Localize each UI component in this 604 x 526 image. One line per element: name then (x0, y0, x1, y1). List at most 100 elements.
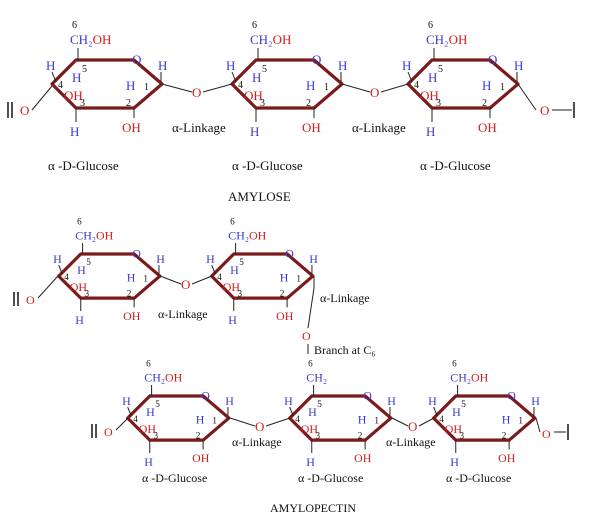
c2-hydroxyl: OH (276, 309, 294, 323)
c5-hydrogen: H (308, 405, 317, 419)
carbon-number-3: 3 (84, 288, 89, 298)
c2-hydroxyl: OH (354, 451, 372, 465)
carbon-number-3: 3 (237, 288, 242, 298)
carbon-number-6: 6 (452, 359, 457, 369)
c4-h-bond (51, 71, 57, 83)
carbon-number-1: 1 (144, 82, 149, 93)
c2-hydrogen: H (358, 413, 367, 427)
carbon-number-6: 6 (308, 359, 313, 369)
carbon-number-4: 4 (217, 272, 222, 282)
c3-hydrogen: H (70, 124, 79, 139)
ring-oxygen: O (132, 247, 141, 261)
ch2oh-group: CH₂OH (70, 32, 111, 47)
amylose-linkage-1-bond-right (202, 83, 233, 93)
c4-h-bond (127, 406, 132, 417)
c3-hydrogen: H (250, 124, 259, 139)
amylose-linkage-2-bond-left (341, 83, 371, 93)
c2-hydrogen: H (196, 413, 205, 427)
terminal-oxygen-left: O (104, 425, 113, 439)
c5-hydrogen: H (146, 405, 155, 419)
carbon-number-2: 2 (306, 98, 311, 109)
c4-hydrogen: H (46, 58, 55, 73)
c4-h-bond (407, 71, 413, 83)
amylopectin-linkage-3-bond-right (418, 417, 435, 427)
ch2oh-group: CH₂OH (228, 228, 266, 242)
c4-h-bond (231, 71, 237, 83)
c5-hydrogen: H (252, 70, 261, 85)
terminal-bond-left (37, 275, 59, 299)
carbon-number-3: 3 (436, 98, 441, 109)
terminal-oxygen-right: O (542, 427, 551, 441)
carbon-number-3: 3 (153, 430, 158, 440)
amylopectin-linkage-label-3: α-Linkage (386, 435, 436, 449)
carbon-number-6: 6 (252, 20, 257, 31)
ch2-group: CH₂ (306, 370, 327, 384)
c4-hydrogen: H (122, 394, 131, 408)
c2-hydrogen: H (306, 78, 315, 93)
carbon-number-1: 1 (374, 416, 379, 426)
branch-oxygen: O (302, 329, 311, 343)
amylopectin-linkage-2-oxygen: O (255, 419, 264, 434)
carbon-number-1: 1 (500, 82, 505, 93)
c1-hydrogen: H (387, 394, 396, 408)
ring-oxygen: O (132, 52, 141, 67)
amylopectin-glucose-label-1: α -D-Glucose (142, 471, 207, 485)
c4-h-bond (211, 264, 216, 275)
carbon-number-4: 4 (439, 414, 444, 424)
carbon-number-5: 5 (155, 399, 160, 409)
terminal-bond-right (535, 417, 541, 433)
carbon-number-6: 6 (230, 217, 235, 227)
amylose-linkage-2-oxygen: O (370, 85, 379, 100)
c3-hydrogen: H (306, 455, 315, 469)
c2-hydrogen: H (502, 413, 511, 427)
c5-hydrogen: H (72, 70, 81, 85)
carbon-number-2: 2 (482, 98, 487, 109)
c4-hydroxyl: OH (301, 422, 319, 436)
amylopectin-linkage-1-bond-left (159, 275, 182, 285)
c1-hydrogen: H (531, 394, 540, 408)
c4-hydroxyl: OH (70, 280, 88, 294)
carbon-number-5: 5 (86, 257, 91, 267)
carbon-number-6: 6 (72, 20, 77, 31)
amylose-glucose-label-3: α -D-Glucose (420, 158, 491, 173)
c4-h-bond (58, 264, 63, 275)
c4-h-bond (289, 406, 294, 417)
carbon-number-5: 5 (438, 64, 443, 75)
carbon-number-4: 4 (238, 80, 243, 91)
amylopectin-linkage-3-oxygen: O (408, 419, 417, 434)
carbon-number-1: 1 (518, 416, 523, 426)
ring-oxygen: O (312, 52, 321, 67)
ring-oxygen: O (488, 52, 497, 67)
amylopectin-linkage-2-bond-left (229, 417, 256, 427)
branch-bond-mid (307, 287, 315, 329)
carbon-number-5: 5 (82, 64, 87, 75)
c4-hydroxyl: OH (445, 422, 463, 436)
c2-hydroxyl: OH (123, 309, 141, 323)
amylose-linkage-1-bond-left (161, 83, 193, 93)
ch2oh-group: CH₂OH (250, 32, 291, 47)
c2-hydroxyl: OH (192, 451, 210, 465)
carbon-number-5: 5 (262, 64, 267, 75)
carbon-number-5: 5 (239, 257, 244, 267)
c5-hydrogen: H (77, 263, 86, 277)
carbon-number-1: 1 (324, 82, 329, 93)
ch2oh-group: CH₂OH (144, 370, 182, 384)
c4-hydroxyl: OH (420, 88, 439, 103)
c1-hydrogen: H (514, 58, 523, 73)
carbon-number-2: 2 (196, 430, 201, 440)
ring-oxygen: O (285, 247, 294, 261)
amylose-linkage-label-2: α-Linkage (352, 120, 406, 135)
c4-hydrogen: H (402, 58, 411, 73)
c2-hydrogen: H (127, 271, 136, 285)
carbon-number-1: 1 (296, 274, 301, 284)
c1-hydrogen: H (225, 394, 234, 408)
c2-hydrogen: H (126, 78, 135, 93)
ring-oxygen: O (507, 389, 516, 403)
carbon-number-4: 4 (133, 414, 138, 424)
amylopectin-linkage-2-bond-right (265, 417, 291, 427)
terminal-oxygen-left: O (26, 293, 35, 307)
